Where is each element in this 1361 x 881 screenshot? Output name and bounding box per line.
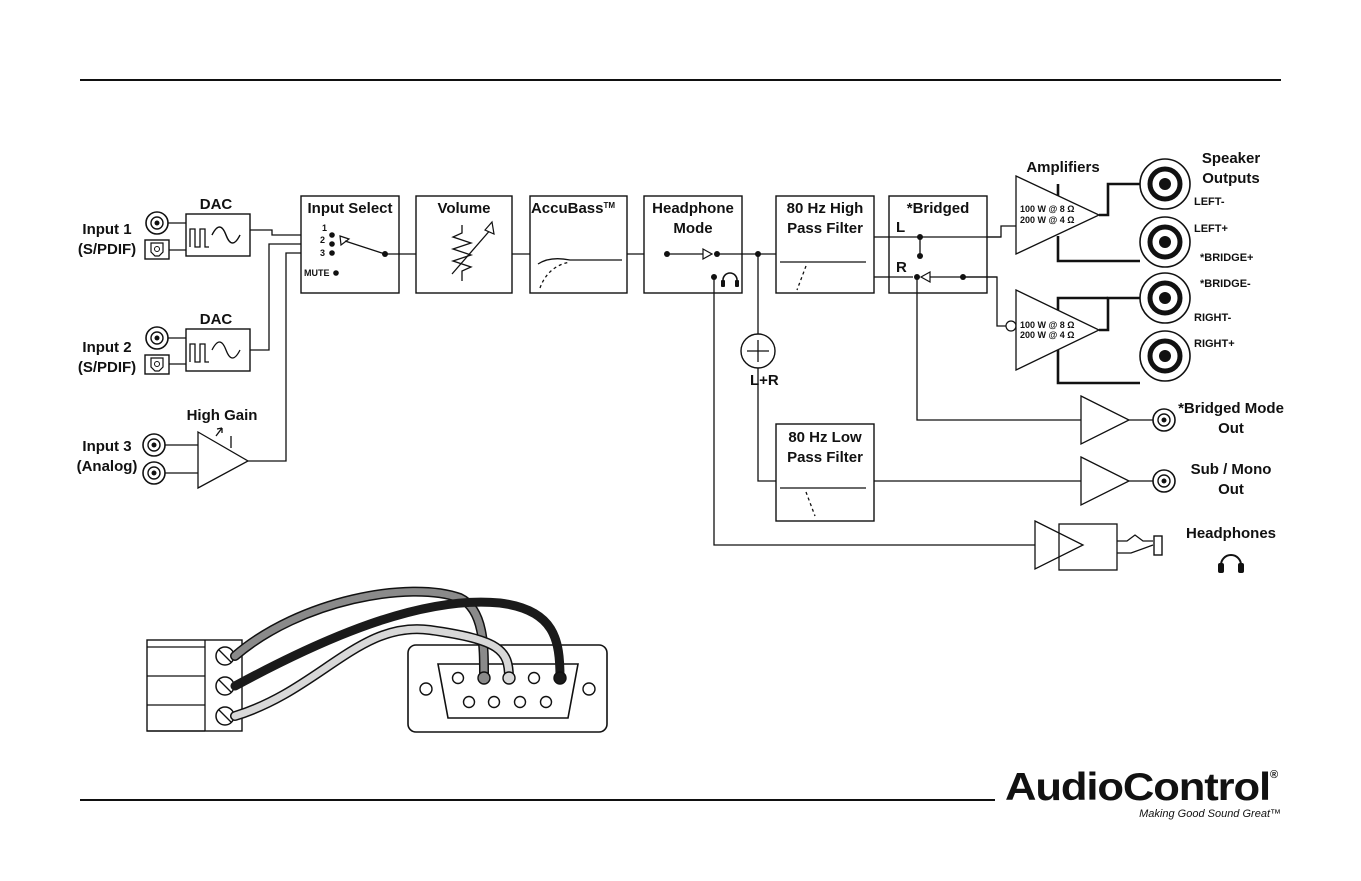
lpf-title-1: 80 Hz Low	[788, 429, 862, 446]
speaker-terminal-left-plus	[1139, 216, 1191, 268]
headphone-mode-title-1: Headphone	[652, 200, 734, 217]
wire-black	[230, 597, 567, 691]
input-1-sublabel: (S/PDIF)	[78, 241, 136, 258]
amp-top-spec-2: 200 W @ 4 Ω	[1020, 215, 1075, 225]
accubass-title: AccuBassTM	[531, 200, 615, 217]
rca-jack-icon	[1152, 469, 1176, 493]
accubass-block: AccuBassTM	[529, 195, 628, 294]
hpf-title-2: Pass Filter	[787, 220, 863, 237]
input-select-pos-2: 2	[320, 235, 325, 245]
audiocontrol-logo: AudioControl ® Making Good Sound Great™	[1005, 766, 1281, 820]
input-3-group: Input 3 (Analog)	[77, 433, 166, 485]
speaker-terminal-left-minus	[1139, 158, 1191, 210]
terminal-label-left-minus: LEFT-	[1194, 196, 1225, 208]
headphone-mode-title-2: Mode	[673, 220, 712, 237]
lpf-block: 80 Hz Low Pass Filter	[775, 423, 875, 522]
sub-mono-out-title-1: Sub / Mono	[1191, 461, 1272, 478]
amp-bottom-spec-2: 200 W @ 4 Ω	[1020, 330, 1075, 340]
input-2-sublabel: (S/PDIF)	[78, 359, 136, 376]
amp-top-spec-1: 100 W @ 8 Ω	[1020, 204, 1075, 214]
headphones-icon	[1218, 554, 1244, 573]
headphone-mode-block: Headphone Mode	[643, 195, 743, 294]
sum-label: L+R	[750, 372, 779, 389]
screw-terminal-icon	[215, 646, 235, 666]
rca-jack-icon	[142, 433, 166, 457]
input-3-sublabel: (Analog)	[77, 458, 138, 475]
hpf-block: 80 Hz High Pass Filter	[775, 195, 875, 294]
sub-mono-amp	[1080, 455, 1131, 507]
input-2-label: Input 2	[82, 339, 131, 356]
bridged-block: *Bridged L R	[888, 195, 1001, 294]
input-select-pos-3: 3	[320, 248, 325, 258]
dac-2-label: DAC	[200, 311, 233, 328]
dac-1-block: DAC	[185, 196, 251, 257]
speaker-outputs-title-2: Outputs	[1202, 170, 1260, 187]
dac-2-block: DAC	[185, 311, 251, 372]
screw-terminal-block	[146, 639, 243, 732]
bridged-mode-out-title-2: Out	[1218, 420, 1244, 437]
input-1-group: Input 1 (S/PDIF)	[78, 211, 170, 260]
high-gain-amp: High Gain	[187, 407, 258, 490]
speaker-outputs-title-1: Speaker	[1202, 150, 1261, 167]
optical-jack-icon	[144, 239, 170, 260]
rca-jack-icon	[145, 326, 169, 350]
bridged-title: *Bridged	[907, 200, 970, 217]
rca-jack-icon	[142, 461, 166, 485]
terminal-label-bridge-minus: *BRIDGE-	[1200, 278, 1251, 290]
headphones-title: Headphones	[1186, 525, 1276, 542]
input-1-label: Input 1	[82, 221, 131, 238]
logo-tagline: Making Good Sound Great™	[1139, 808, 1281, 820]
bridged-mode-out-title-1: *Bridged Mode	[1178, 400, 1284, 417]
bridged-mode-amp	[1080, 394, 1131, 446]
mute-label: MUTE	[304, 268, 330, 278]
bridged-l-label: L	[896, 219, 905, 236]
input-3-label: Input 3	[82, 438, 131, 455]
sub-mono-out-title-2: Out	[1218, 481, 1244, 498]
headphone-amp	[1034, 519, 1163, 571]
terminal-label-bridge-plus: *BRIDGE+	[1200, 252, 1254, 264]
bridged-r-label: R	[896, 259, 907, 276]
lpf-title-2: Pass Filter	[787, 449, 863, 466]
input-select-title: Input Select	[307, 200, 392, 217]
terminal-label-right-minus: RIGHT-	[1194, 312, 1232, 324]
potentiometer-icon	[450, 220, 495, 281]
volume-block: Volume	[415, 195, 513, 294]
terminal-label-right-plus: RIGHT+	[1194, 338, 1235, 350]
amp-bottom-spec-1: 100 W @ 8 Ω	[1020, 320, 1075, 330]
terminal-label-left-plus: LEFT+	[1194, 223, 1228, 235]
dac-1-label: DAC	[200, 196, 233, 213]
high-gain-label: High Gain	[187, 407, 258, 424]
input-2-group: Input 2 (S/PDIF)	[78, 326, 170, 376]
rca-jack-icon	[1152, 408, 1176, 432]
input-select-block: Input Select 1 2 3 MUTE	[300, 195, 400, 294]
headphones-icon	[721, 272, 739, 287]
speaker-terminal-right-minus	[1139, 272, 1191, 324]
hpf-title-1: 80 Hz High	[787, 200, 864, 217]
rca-jack-icon	[145, 211, 169, 235]
speaker-terminal-right-plus	[1139, 330, 1191, 382]
logo-name: AudioControl	[1005, 766, 1270, 809]
volume-title: Volume	[437, 200, 490, 217]
amplifiers-title: Amplifiers	[1026, 159, 1099, 176]
input-select-pos-1: 1	[322, 223, 327, 233]
logo-registered: ®	[1270, 769, 1278, 781]
summing-node	[740, 333, 776, 369]
optical-jack-icon	[144, 354, 170, 375]
wire-light	[230, 624, 516, 721]
